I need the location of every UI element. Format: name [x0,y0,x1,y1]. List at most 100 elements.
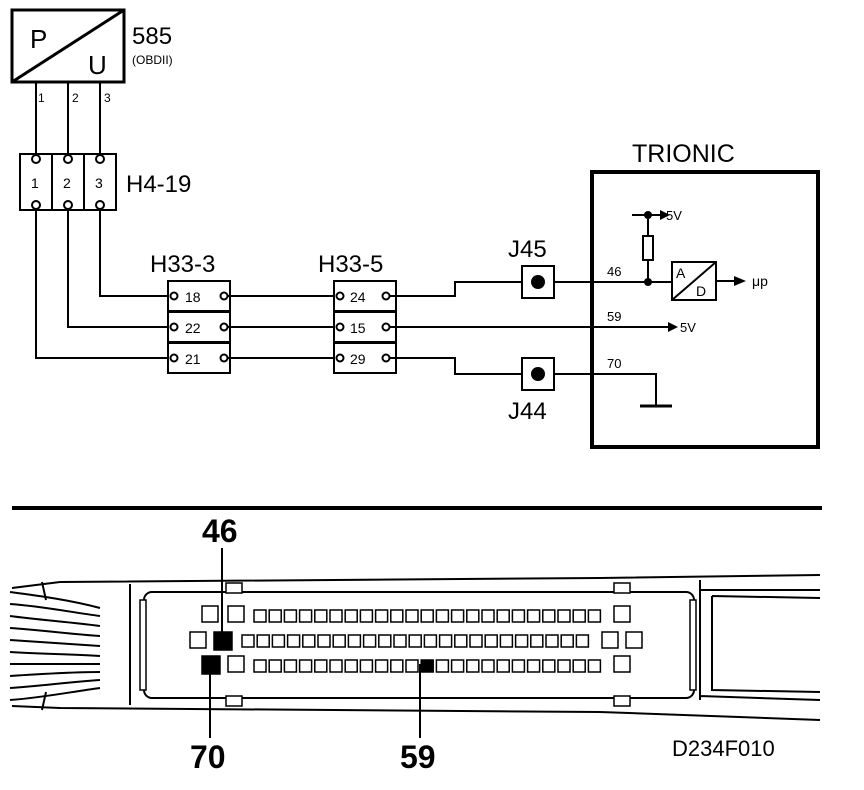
pin [496,609,510,623]
pin [511,609,526,623]
pin [344,609,358,623]
pin [329,659,343,673]
j44-label: J44 [508,398,547,425]
callout-46: 46 [202,513,238,549]
wire-bundle [9,591,101,701]
h33-3-pin-22: 22 [185,320,201,336]
connector-h4-19: 1 2 3 H4-19 [19,153,191,211]
pin [359,609,374,623]
h4-pin-1: 1 [31,175,39,191]
pin [484,634,498,648]
figure-id: D234F010 [672,736,775,761]
pin [481,659,495,673]
pin-46-highlight [213,631,233,651]
pin [560,634,574,648]
pin [390,609,404,623]
pin [359,659,374,673]
pin [466,659,480,673]
pin [268,659,282,673]
pin [420,609,434,623]
pin [286,634,301,648]
h4-pin-3: 3 [95,175,103,191]
h33-3-pin-21: 21 [185,351,201,367]
pin-large [201,605,219,623]
h33-3-pin-18: 18 [185,289,201,305]
pin [526,659,541,673]
connector-h33-3: H33-3 18 22 21 [150,251,231,374]
pin-large [613,655,631,673]
pin [253,659,267,673]
pin-large [625,631,643,649]
sensor-letter-u: U [88,50,107,80]
pin [572,609,586,623]
j45-label: J45 [508,236,547,263]
pin [405,609,419,623]
pin [542,659,556,673]
pin [408,634,422,648]
trionic-ecu: TRIONIC 5V A D μp 46 59 5V 70 [590,140,820,449]
pin [469,634,483,648]
pin [514,634,529,648]
pin [344,659,358,673]
pin [298,609,313,623]
pin [542,609,556,623]
pin [526,609,541,623]
pin [481,609,495,623]
pin-grid [189,605,643,675]
wires-h33-5-to-ecu [390,281,672,406]
pin [572,659,586,673]
pin [314,659,328,673]
wires-h4-to-h33-3 [35,209,170,359]
pin [374,659,389,673]
h33-5-pin-24: 24 [350,289,366,305]
pin [587,609,602,623]
sensor-sub: (OBDII) [132,53,173,67]
pin [530,634,544,648]
pin [575,634,590,648]
sensor-pin-2: 2 [72,91,79,105]
pin [435,609,450,623]
junction-j44: J44 [508,357,555,425]
pin-large [189,631,207,649]
h4-label: H4-19 [126,171,191,198]
sensor-letter-p: P [30,24,47,54]
pin [268,609,282,623]
pin [271,634,286,648]
sensor-pin-1: 1 [38,91,45,105]
pin [390,659,404,673]
pin [454,634,468,648]
pin [393,634,407,648]
pin [317,634,331,648]
adc-d-label: D [696,283,706,299]
callouts: 46 70 59 [190,513,436,775]
pin [329,609,343,623]
h4-pin-2: 2 [63,175,71,191]
pin [511,659,526,673]
pin [450,659,465,673]
pin-large [227,655,245,673]
micro-label: μp [752,273,768,289]
ecu-5v-supply: 5V [666,208,682,223]
pin [423,634,438,648]
pin [587,659,602,673]
pin-large [227,605,245,623]
pin [283,609,298,623]
pin [450,609,465,623]
pin [283,659,298,673]
pin-59-highlight [420,659,434,673]
pressure-sensor-585: P U 585 (OBDII) 1 2 3 [10,8,173,156]
pin [378,634,392,648]
pin [405,659,419,673]
ecu-pin-59: 59 [607,309,621,324]
pin [557,659,571,673]
pin [466,609,480,623]
sensor-id: 585 [132,23,172,50]
connector-h33-5: H33-5 24 15 29 [318,251,397,374]
wires-h33-3-to-h33-5 [228,295,336,359]
pin [438,634,453,648]
ecu-connector-view [9,574,821,721]
adc-a-label: A [676,265,686,281]
h33-5-pin-15: 15 [350,320,366,336]
junction-j45: J45 [508,236,555,299]
